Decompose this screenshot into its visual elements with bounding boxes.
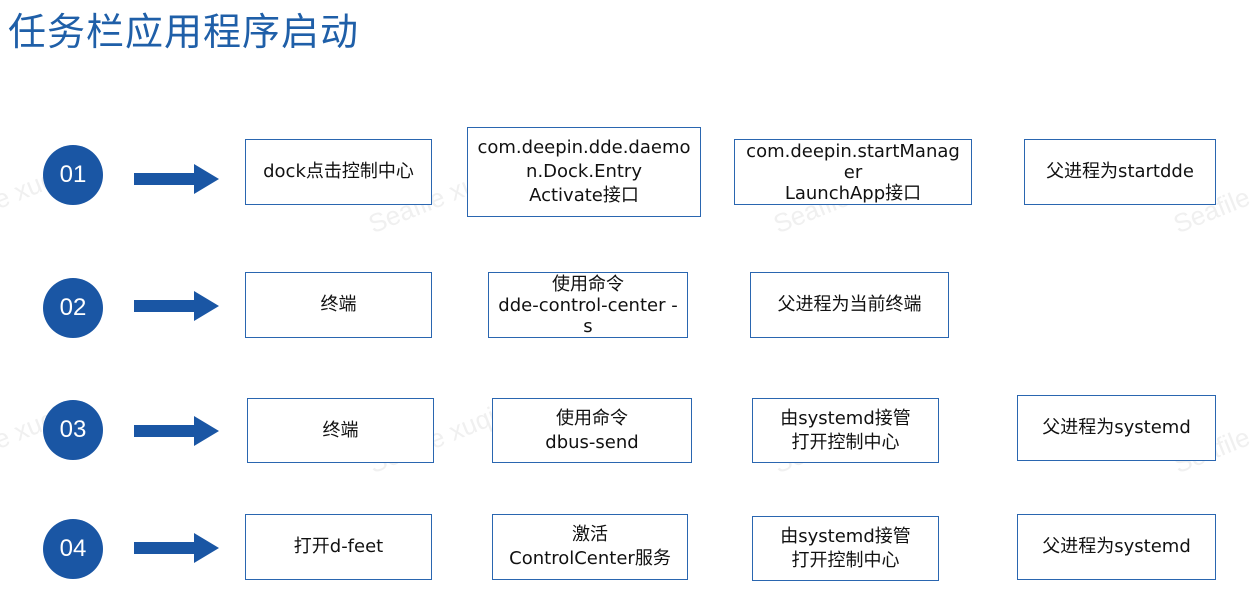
flow-step-label: 父进程为startdde bbox=[1046, 161, 1194, 182]
right-arrow-icon bbox=[134, 291, 219, 321]
step-number-badge: 01 bbox=[43, 145, 103, 205]
flow-step-label: 父进程为systemd bbox=[1042, 536, 1191, 557]
right-arrow-icon bbox=[134, 533, 219, 563]
flow-step-label: 父进程为当前终端 bbox=[777, 294, 922, 315]
flow-step-box: 父进程为systemd bbox=[1017, 514, 1216, 580]
flow-step-box: 激活 ControlCenter服务 bbox=[492, 514, 688, 580]
flow-step-label: com.deepin.startManag er LaunchApp接口 bbox=[746, 140, 960, 204]
page-title: 任务栏应用程序启动 bbox=[8, 10, 360, 54]
flow-step-box: 父进程为systemd bbox=[1017, 395, 1216, 461]
flow-step-label: 激活 ControlCenter服务 bbox=[509, 524, 671, 569]
step-number-badge: 04 bbox=[43, 519, 103, 579]
flow-step-label: 父进程为systemd bbox=[1042, 417, 1191, 438]
flow-step-box: com.deepin.dde.daemo n.Dock.Entry Activa… bbox=[467, 127, 701, 217]
flow-step-label: 由systemd接管 打开控制中心 bbox=[780, 407, 911, 453]
flow-step-label: 终端 bbox=[322, 419, 359, 441]
flow-step-box: 打开d-feet bbox=[245, 514, 432, 580]
flow-step-box: 终端 bbox=[245, 272, 432, 338]
flow-step-box: 由systemd接管 打开控制中心 bbox=[752, 398, 939, 463]
flow-step-box: 父进程为当前终端 bbox=[750, 272, 949, 338]
flow-step-label: 使用命令 dde-control-center - s bbox=[498, 273, 678, 337]
flow-step-label: dock点击控制中心 bbox=[263, 161, 414, 182]
right-arrow-icon bbox=[134, 416, 219, 446]
flow-step-label: 使用命令 dbus-send bbox=[545, 407, 639, 453]
flow-step-box: dock点击控制中心 bbox=[245, 139, 432, 205]
step-number-badge: 03 bbox=[43, 400, 103, 460]
step-number-badge: 02 bbox=[43, 278, 103, 338]
flow-step-box: 由systemd接管 打开控制中心 bbox=[752, 516, 939, 581]
flow-step-label: com.deepin.dde.daemo n.Dock.Entry Activa… bbox=[477, 137, 691, 206]
flow-step-label: 打开d-feet bbox=[293, 536, 384, 557]
flow-step-box: com.deepin.startManag er LaunchApp接口 bbox=[734, 139, 972, 205]
right-arrow-icon bbox=[134, 164, 219, 194]
flow-step-box: 使用命令 dde-control-center - s bbox=[488, 272, 688, 338]
flow-step-box: 使用命令 dbus-send bbox=[492, 398, 692, 463]
flow-step-box: 父进程为startdde bbox=[1024, 139, 1216, 205]
flow-step-box: 终端 bbox=[247, 398, 434, 463]
flow-step-label: 由systemd接管 打开控制中心 bbox=[780, 525, 911, 571]
flow-step-label: 终端 bbox=[320, 294, 357, 315]
